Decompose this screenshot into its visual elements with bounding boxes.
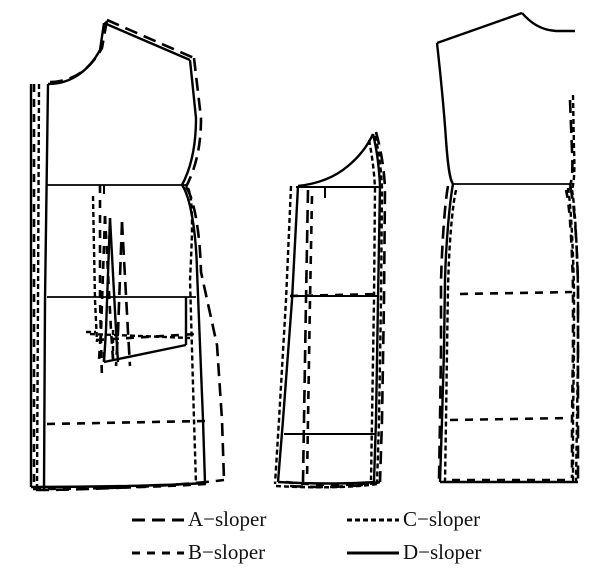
back-panel-c-sloper [443, 94, 580, 483]
back-panel-b-sloper [449, 189, 575, 482]
legend-entry-d-sloper: D−sloper [345, 540, 530, 565]
side-panel-c-sloper [273, 135, 384, 489]
front-panel-reference-lines [47, 184, 196, 298]
legend: A−sloper C−sloper B−sloper D−sloper [130, 503, 530, 569]
legend-entry-c-sloper: C−sloper [345, 507, 530, 532]
back-bodice-panel [435, 11, 580, 484]
front-panel-a-sloper [35, 18, 226, 492]
legend-swatch-c-sloper-line [345, 513, 401, 527]
legend-label-d-sloper: D−sloper [403, 540, 482, 564]
legend-entry-b-sloper: B−sloper [130, 540, 345, 565]
legend-entry-a-sloper: A−sloper [130, 507, 345, 532]
legend-label-c-sloper: C−sloper [403, 507, 481, 531]
legend-swatch-b-sloper-line [130, 546, 186, 560]
side-panel-b-sloper [285, 195, 381, 487]
front-panel-c-sloper [35, 83, 198, 489]
legend-swatch-d-sloper-line [345, 546, 401, 560]
legend-label-b-sloper: B−sloper [188, 540, 266, 564]
back-panel-d-sloper-outline [435, 11, 578, 484]
legend-label-a-sloper: A−sloper [188, 507, 267, 531]
side-panel [273, 131, 387, 489]
front-panel-d-sloper-outline [29, 21, 207, 490]
front-bodice-panel [29, 18, 226, 492]
side-panel-reference-lines [284, 186, 379, 435]
legend-swatch-a-sloper-line [130, 513, 186, 527]
back-panel-a-sloper [437, 99, 580, 481]
